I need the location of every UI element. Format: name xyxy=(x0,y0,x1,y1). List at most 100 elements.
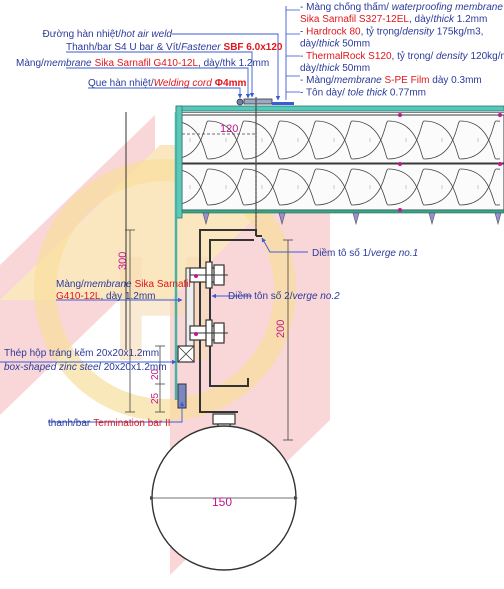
insulation-loop xyxy=(243,120,281,160)
column-screw-head xyxy=(212,413,236,425)
legend-text: ThermalRock S120 xyxy=(306,51,392,62)
layer-dot xyxy=(498,113,502,117)
label-steel-box: Thép hộp tráng kẽm 20x20x1.2mm box-shape… xyxy=(4,348,167,373)
insulation-loop xyxy=(423,120,461,160)
insulation-loop xyxy=(243,168,281,206)
layer-dots xyxy=(398,113,502,212)
hot-air-weld-strip xyxy=(272,102,294,105)
legend-text: density xyxy=(402,26,435,37)
legend-text: , tỷ trọng/ xyxy=(392,50,436,62)
legend-text: 175kg/m3, xyxy=(434,26,483,37)
insulation-loop xyxy=(207,168,245,206)
tole-deck xyxy=(175,209,504,214)
dim-120: 120 xyxy=(220,123,238,135)
insulation-loop xyxy=(351,168,389,206)
insulation-loop xyxy=(207,120,245,160)
dimension-lines xyxy=(125,133,298,500)
layer-dot xyxy=(398,113,402,117)
legend-text: dày/ xyxy=(300,63,319,74)
legend-line: dày/thick 50mm xyxy=(300,39,370,50)
legend-text: 120kg/m3, xyxy=(468,51,504,62)
dim-300: 300 xyxy=(117,252,129,270)
insulation-loop xyxy=(423,168,461,206)
leader-lines xyxy=(0,6,308,423)
svg-text:G410-12L, dày 1.2mm: G410-12L, dày 1.2mm xyxy=(56,291,156,302)
insulation-loop-icon xyxy=(182,120,500,160)
svg-text:Thép hộp tráng kẽm 20x20x1.2mm: Thép hộp tráng kẽm 20x20x1.2mm xyxy=(4,348,159,359)
insulation-loop xyxy=(182,120,209,160)
deck-screw xyxy=(428,212,436,226)
legend-text: membrane xyxy=(334,75,382,86)
legend-text: 0.77mm xyxy=(387,87,426,98)
legend-text: S-PE Film xyxy=(382,75,430,86)
legend-line: - Hardrock 80, tỷ trọng/density 175kg/m3… xyxy=(300,25,483,37)
insulation-loop xyxy=(182,168,209,206)
layer-dot xyxy=(498,162,502,166)
deck-screw xyxy=(202,212,210,226)
dim-20: 20 xyxy=(150,368,161,380)
legend-text: 50mm xyxy=(339,63,370,74)
dim-200: 200 xyxy=(275,320,287,338)
layer-dot xyxy=(398,162,402,166)
legend-line: - Màng/membrane S-PE Film dày 0.3mm xyxy=(300,75,482,86)
legend-text: thick xyxy=(433,14,455,25)
insulation-loop xyxy=(351,120,389,160)
deck-screw xyxy=(278,212,286,226)
dim-150: 150 xyxy=(212,495,232,509)
layer-dot xyxy=(398,208,402,212)
legend-line: - Tôn dày/ tole thick 0.77mm xyxy=(300,87,426,98)
fastener-screw-icon xyxy=(202,212,502,226)
legend-text: dày 0.3mm xyxy=(430,75,482,86)
waterproofing-membrane-top xyxy=(175,105,504,112)
legend-text: thick xyxy=(319,39,341,50)
verge-no1-profile xyxy=(199,229,257,413)
legend-line: - ThermalRock S120, tỷ trọng/ density 12… xyxy=(300,50,504,62)
insulation-loop xyxy=(315,120,353,160)
insulation-loop xyxy=(459,168,497,206)
legend-leader-ticks xyxy=(286,9,300,93)
legend-text: tole thick xyxy=(348,87,388,98)
roof-assembly xyxy=(175,105,504,226)
deck-screw xyxy=(494,212,502,226)
legend-text: Hardrock 80 xyxy=(306,26,361,37)
legend-text: waterproofing membrane xyxy=(392,2,504,13)
legend-text: 1.2mm xyxy=(454,14,487,25)
label-verge-2: Diềm tôn số 2/verge no.2 xyxy=(228,290,340,302)
insulation-loop xyxy=(279,168,317,206)
legend-line: Sika Sarnafil S327-12EL, dày/thick 1.2mm xyxy=(300,14,487,25)
hardrock-layer xyxy=(181,114,504,164)
legend-line: - Màng chống thấm/ waterproofing membran… xyxy=(300,1,503,13)
legend-bullet: - xyxy=(300,87,306,98)
legend-bullet: - xyxy=(300,2,306,13)
deck-screw xyxy=(352,212,360,226)
legend-text: thick xyxy=(319,63,341,74)
insulation-loop-icon xyxy=(182,168,500,206)
verge-no2-profile xyxy=(209,239,254,387)
legend-bullet: - xyxy=(300,26,306,37)
label-hot-air-weld: Đường hàn nhiệt/hot air weld xyxy=(43,29,173,40)
legend-text: Sika Sarnafil S327-12EL xyxy=(300,14,409,25)
insulation-loop xyxy=(387,168,425,206)
label-verge-1: Diềm tô số 1/verge no.1 xyxy=(312,247,418,259)
insulation-loop xyxy=(459,120,497,160)
watermark-logo: H xyxy=(0,115,330,575)
legend-text: dày/ xyxy=(300,39,319,50)
legend-bullet: - xyxy=(300,75,306,86)
legend-line: dày/thick 50mm xyxy=(300,63,370,74)
welding-cord-bead xyxy=(236,98,244,106)
thermalrock-layer xyxy=(181,163,504,211)
watermark-ring xyxy=(34,159,296,421)
s4-u-bar xyxy=(243,98,273,105)
insulation-loop xyxy=(315,168,353,206)
